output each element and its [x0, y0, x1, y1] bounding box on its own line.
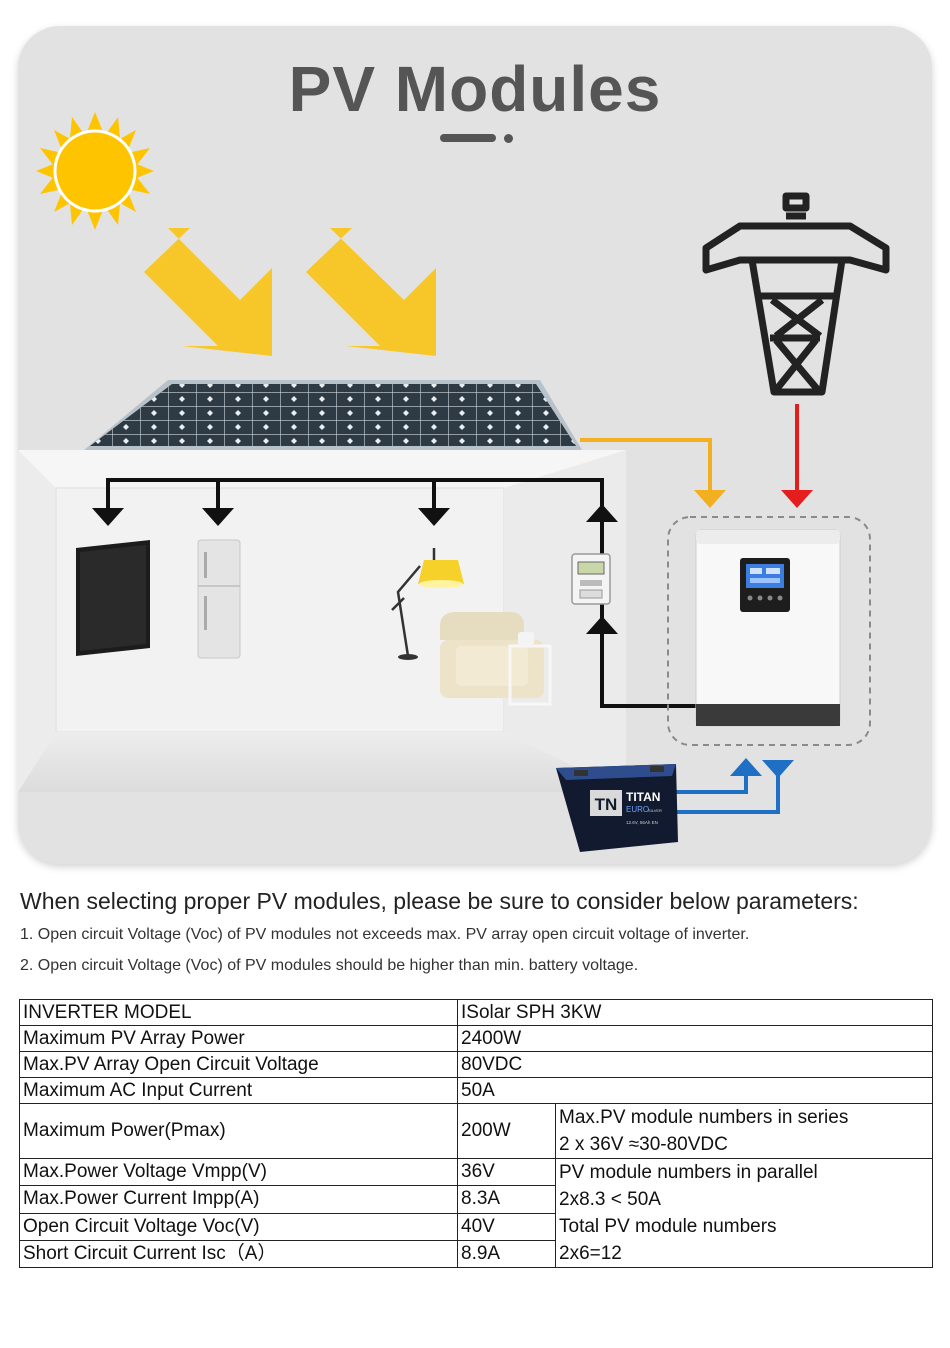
table-row: Maximum Power(Pmax) 200W Max.PV module n…	[19, 1103, 933, 1159]
power-pylon-icon	[702, 192, 890, 396]
table-row: INVERTER MODEL ISolar SPH 3KW	[19, 999, 933, 1026]
battery-logo: TN	[595, 795, 618, 814]
parameters-heading: When selecting proper PV modules, please…	[20, 888, 859, 914]
note-1: 1. Open circuit Voltage (Voc) of PV modu…	[20, 926, 750, 943]
spec-label: Maximum Power(Pmax)	[19, 1103, 458, 1159]
parallel-note-title: PV module numbers in parallel	[559, 1162, 818, 1183]
title-underline	[440, 134, 496, 142]
solar-panel-icon	[84, 380, 582, 450]
up-arrow-icon	[586, 504, 618, 522]
sunlight-arrow-icon	[306, 228, 436, 356]
battery-brand: TITAN	[626, 790, 660, 804]
inverter-outline	[667, 516, 871, 746]
spec-value: 200W	[457, 1103, 556, 1159]
battery-down-arrow-icon	[762, 760, 794, 778]
grid-arrow-icon	[781, 490, 813, 508]
table-row: Short Circuit Current Isc（A） 8.9A	[19, 1239, 933, 1269]
specs-table: INVERTER MODEL ISolar SPH 3KW Maximum PV…	[19, 999, 933, 1269]
spec-label: Max.Power Voltage Vmpp(V)	[19, 1157, 458, 1187]
battery-icon: TN TITAN EURO SILVER 12.6V, 56Ah EN	[556, 764, 678, 852]
system-diagram: TN TITAN EURO SILVER 12.6V, 56Ah EN	[18, 112, 890, 852]
table-row: Maximum AC Input Current 50A	[19, 1077, 933, 1104]
battery-line	[676, 770, 780, 814]
table-row: Maximum PV Array Power 2400W	[19, 1025, 933, 1052]
spec-label: Short Circuit Current Isc（A）	[19, 1239, 458, 1269]
down-arrow-icon	[202, 508, 234, 526]
spec-value: 40V	[457, 1212, 556, 1241]
total-note-value: 2x6=12	[559, 1243, 622, 1264]
spec-value: ISolar SPH 3KW	[457, 999, 933, 1026]
table-row: Max.Power Voltage Vmpp(V) 36V PV module …	[19, 1157, 933, 1268]
inverter-icon	[695, 529, 841, 727]
page-title: PV Modules	[288, 53, 662, 125]
table-row: Max.Power Current Impp(A) 8.3A	[19, 1185, 933, 1214]
series-note-value: 2 x 36V ≈30-80VDC	[559, 1134, 728, 1155]
spec-label: Open Circuit Voltage Voc(V)	[19, 1212, 458, 1241]
spec-label: INVERTER MODEL	[19, 999, 458, 1026]
down-arrow-icon	[92, 508, 124, 526]
sunlight-arrow-icon	[144, 228, 272, 356]
pv-line	[580, 438, 712, 494]
up-arrow-icon	[586, 616, 618, 634]
spec-value: 8.9A	[457, 1239, 556, 1269]
sun-icon	[36, 112, 154, 230]
note-2: 2. Open circuit Voltage (Voc) of PV modu…	[20, 957, 639, 974]
fridge-icon	[197, 539, 241, 659]
series-note-cell: Max.PV module numbers in series 2 x 36V …	[555, 1103, 933, 1159]
table-row: Max.PV Array Open Circuit Voltage 80VDC	[19, 1051, 933, 1078]
electric-meter-icon	[571, 553, 611, 605]
spec-value: 80VDC	[457, 1051, 933, 1078]
series-note-title: Max.PV module numbers in series	[559, 1107, 849, 1128]
spec-label: Max.Power Current Impp(A)	[19, 1185, 458, 1214]
battery-series-suffix: SILVER	[648, 808, 662, 813]
module-count-cell: PV module numbers in parallel 2x8.3 < 50…	[555, 1158, 933, 1268]
spec-value: 50A	[457, 1077, 933, 1104]
tv-icon	[76, 540, 150, 656]
spec-value: 2400W	[457, 1025, 933, 1052]
spec-label: Max.PV Array Open Circuit Voltage	[19, 1051, 458, 1078]
spec-value: 8.3A	[457, 1185, 556, 1214]
spec-label: Maximum AC Input Current	[19, 1077, 458, 1104]
battery-up-arrow-icon	[730, 758, 762, 776]
battery-series: EURO	[626, 805, 649, 814]
down-arrow-icon	[418, 508, 450, 526]
title-underline-dot	[504, 134, 513, 143]
parallel-note-value: 2x8.3 < 50A	[559, 1189, 661, 1210]
spec-label: Maximum PV Array Power	[19, 1025, 458, 1052]
table-row: Open Circuit Voltage Voc(V) 40V	[19, 1212, 933, 1241]
spec-value: 36V	[457, 1157, 556, 1187]
floor-lamp-icon	[391, 548, 464, 660]
sofa-icon	[440, 612, 552, 706]
pv-arrow-icon	[694, 490, 726, 508]
battery-rating: 12.6V, 56Ah EN	[626, 820, 658, 825]
total-note-title: Total PV module numbers	[559, 1216, 777, 1237]
